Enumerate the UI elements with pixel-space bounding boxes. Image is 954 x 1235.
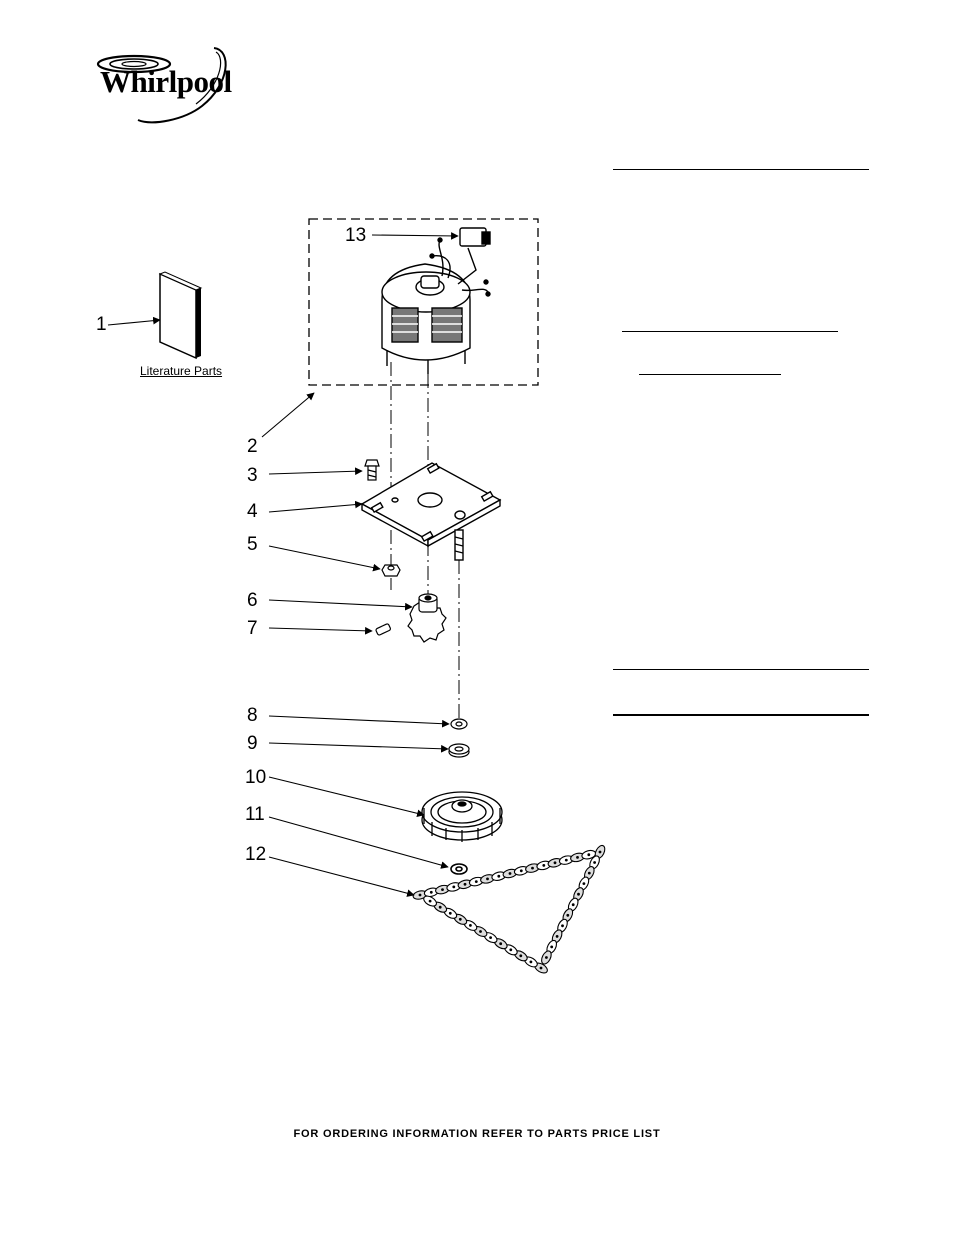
chain-pin <box>486 877 489 881</box>
hex-nut <box>381 564 401 577</box>
chain-pin <box>577 892 580 896</box>
divider-line <box>613 669 869 670</box>
chain-pin <box>587 871 591 875</box>
chain-pin <box>550 945 554 949</box>
chain-pin <box>593 861 596 864</box>
chain-pin <box>508 872 512 875</box>
chain-pin <box>576 856 579 859</box>
callout-1: 1 <box>96 314 107 335</box>
chain-pin <box>448 911 452 915</box>
callout-11: 11 <box>245 804 265 825</box>
callout-7: 7 <box>247 618 258 639</box>
chain-pin <box>418 893 422 897</box>
chain-pin <box>441 888 444 891</box>
whirlpool-logo: Whirlpool <box>92 44 242 126</box>
chain-pin <box>561 924 564 928</box>
chain-pin <box>509 948 513 952</box>
chain-pin <box>499 942 503 946</box>
chain-pin <box>598 850 602 854</box>
divider-line <box>613 169 869 170</box>
divider-line <box>639 374 781 375</box>
brand-wordmark: Whirlpool <box>100 64 232 99</box>
callout-5: 5 <box>247 534 258 555</box>
chain-pin <box>564 858 568 862</box>
chain-pin <box>519 869 523 873</box>
literature-parts-label: Literature Parts <box>140 364 223 378</box>
callout-4: 4 <box>247 501 258 522</box>
divider-line <box>613 714 869 716</box>
callout-12: 12 <box>245 844 267 865</box>
chain-pin <box>555 935 559 938</box>
callout-6: 6 <box>247 590 258 611</box>
driven-sprocket <box>421 791 503 842</box>
chain-pin <box>463 882 467 886</box>
literature-booklet <box>158 271 203 360</box>
chain-pin <box>438 905 442 909</box>
motor-mounting-plate <box>360 462 502 561</box>
callout-10: 10 <box>245 767 267 788</box>
chain-pin <box>474 880 478 883</box>
chain-pin <box>452 885 456 889</box>
chain-pin <box>531 866 534 870</box>
bearing <box>448 743 470 758</box>
motor-assembly-box <box>308 218 539 386</box>
chain-pin <box>529 960 533 964</box>
chain-pin <box>469 924 472 927</box>
motor <box>381 227 491 374</box>
logo-swoosh-icon <box>96 47 227 124</box>
retaining-ring <box>450 863 468 875</box>
chain-pin <box>539 966 543 970</box>
washer <box>450 718 468 730</box>
screw <box>364 459 380 481</box>
chain-pin <box>489 936 492 939</box>
chain-pin <box>542 864 546 867</box>
callout-9: 9 <box>247 733 258 754</box>
callout-2: 2 <box>247 436 258 457</box>
chain-pin <box>571 903 575 907</box>
footer-ordering-note: FOR ORDERING INFORMATION REFER TO PARTS … <box>293 1128 661 1140</box>
chain-pin <box>429 890 433 894</box>
callout-13: 13 <box>345 225 367 246</box>
set-screw <box>375 623 391 636</box>
chain-pin <box>566 913 570 917</box>
chain-pin <box>545 956 548 959</box>
chain-pin <box>497 874 501 878</box>
chain-pin <box>519 954 523 958</box>
divider-line <box>622 331 838 332</box>
chain-pin <box>582 882 586 885</box>
chain-pin <box>479 930 482 933</box>
drive-sprocket <box>407 593 447 643</box>
chain-pin <box>458 917 462 921</box>
callout-8: 8 <box>247 705 258 726</box>
callout-3: 3 <box>247 465 258 486</box>
chain-pin <box>553 861 557 865</box>
chain-pin <box>428 899 432 903</box>
chain-pin <box>587 853 591 857</box>
drive-chain <box>412 844 606 974</box>
